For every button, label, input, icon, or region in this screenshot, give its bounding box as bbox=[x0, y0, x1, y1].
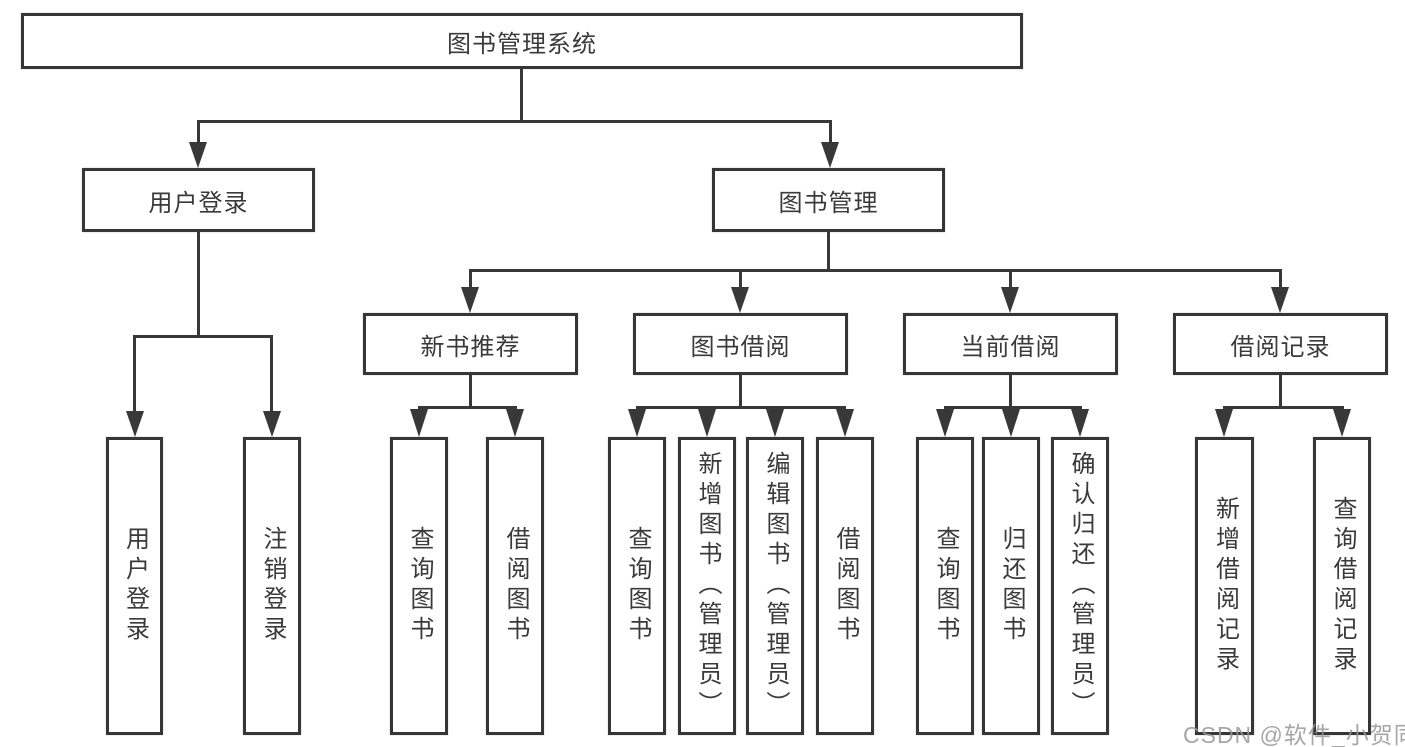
node-label: 新增图书（管理员） bbox=[694, 451, 721, 721]
leaf-borrow-books: 借阅图书 bbox=[816, 437, 874, 735]
connector-line bbox=[197, 120, 831, 123]
connector-line bbox=[1009, 375, 1012, 409]
csdn-watermark: CSDN @软件_小贺同学 bbox=[1183, 722, 1405, 747]
node-label: 查询图书 bbox=[406, 526, 433, 646]
arrow-down-icon bbox=[1271, 287, 1289, 313]
node-label: 用户登录 bbox=[121, 526, 149, 646]
node-label: 查询图书 bbox=[624, 526, 651, 646]
arrow-down-icon bbox=[628, 409, 646, 437]
arrow-down-icon bbox=[731, 287, 749, 313]
leaf-add-books-admin: 新增图书（管理员） bbox=[678, 437, 736, 735]
connector-line bbox=[133, 335, 136, 415]
leaf-add-borrow-record: 新增借阅记录 bbox=[1195, 437, 1254, 735]
connector-line bbox=[827, 232, 830, 272]
connector-line bbox=[520, 69, 523, 123]
arrow-down-icon bbox=[189, 142, 207, 168]
connector-line bbox=[739, 269, 742, 291]
arrow-down-icon bbox=[1001, 287, 1019, 313]
connector-line bbox=[197, 120, 200, 146]
leaf-query-books-borrow: 查询图书 bbox=[608, 437, 666, 735]
leaf-return-books: 归还图书 bbox=[982, 437, 1040, 735]
connector-line bbox=[1009, 269, 1012, 291]
arrow-down-icon bbox=[698, 409, 716, 437]
connector-line bbox=[636, 406, 846, 409]
arrow-down-icon bbox=[1071, 409, 1089, 437]
arrow-down-icon bbox=[766, 409, 784, 437]
arrow-down-icon bbox=[1333, 409, 1351, 437]
arrow-down-icon bbox=[936, 409, 954, 437]
node-label: 图书管理 bbox=[778, 189, 879, 217]
node-current-borrow: 当前借阅 bbox=[903, 313, 1118, 375]
node-book-borrow: 图书借阅 bbox=[633, 313, 848, 375]
node-label: 新书推荐 bbox=[420, 333, 521, 361]
arrow-down-icon bbox=[126, 411, 144, 437]
leaf-edit-books-admin: 编辑图书（管理员） bbox=[746, 437, 804, 735]
connector-line bbox=[739, 375, 742, 409]
node-label: 借阅图书 bbox=[832, 526, 859, 646]
connector-line bbox=[197, 232, 200, 338]
connector-line bbox=[1279, 269, 1282, 291]
arrow-down-icon bbox=[1215, 409, 1233, 437]
connector-line bbox=[133, 335, 273, 338]
arrow-down-icon bbox=[461, 287, 479, 313]
connector-line bbox=[418, 406, 517, 409]
leaf-query-books-current: 查询图书 bbox=[916, 437, 974, 735]
node-new-book-recommend: 新书推荐 bbox=[363, 313, 578, 375]
connector-line bbox=[1279, 375, 1282, 409]
node-label: 图书借阅 bbox=[690, 333, 791, 361]
arrow-down-icon bbox=[821, 142, 839, 168]
node-label: 注销登录 bbox=[259, 526, 286, 646]
leaf-confirm-return-admin: 确认归还（管理员） bbox=[1051, 437, 1109, 735]
arrow-down-icon bbox=[410, 409, 428, 437]
node-label: 归还图书 bbox=[998, 526, 1025, 646]
connector-line bbox=[469, 269, 472, 291]
connector-line bbox=[1223, 406, 1344, 409]
node-label: 新增借阅记录 bbox=[1211, 496, 1239, 676]
connector-line bbox=[944, 406, 1082, 409]
node-label: 编辑图书（管理员） bbox=[762, 451, 789, 721]
arrow-down-icon bbox=[263, 411, 281, 437]
node-label: 借阅图书 bbox=[502, 526, 529, 646]
node-label: 查询图书 bbox=[932, 526, 959, 646]
arrow-down-icon bbox=[836, 409, 854, 437]
connector-line bbox=[829, 120, 832, 146]
node-label: 查询借阅记录 bbox=[1329, 496, 1356, 676]
leaf-borrow-books-recommend: 借阅图书 bbox=[486, 437, 544, 735]
leaf-query-borrow-record: 查询借阅记录 bbox=[1313, 437, 1371, 735]
node-user-login: 用户登录 bbox=[82, 168, 315, 232]
node-label: 用户登录 bbox=[148, 189, 249, 217]
node-label: 借阅记录 bbox=[1230, 333, 1331, 361]
node-label: 图书管理系统 bbox=[447, 30, 597, 58]
leaf-user-login: 用户登录 bbox=[106, 437, 163, 735]
connector-line bbox=[270, 335, 273, 415]
leaf-logout: 注销登录 bbox=[243, 437, 301, 735]
leaf-query-books-recommend: 查询图书 bbox=[390, 437, 448, 735]
arrow-down-icon bbox=[1002, 409, 1020, 437]
node-label: 确认归还（管理员） bbox=[1067, 451, 1094, 721]
connector-line bbox=[469, 269, 1282, 272]
node-label: 当前借阅 bbox=[960, 333, 1061, 361]
node-borrow-records: 借阅记录 bbox=[1173, 313, 1388, 375]
node-root-library-system: 图书管理系统 bbox=[21, 13, 1023, 69]
arrow-down-icon bbox=[506, 409, 524, 437]
node-book-management: 图书管理 bbox=[712, 168, 945, 232]
connector-line bbox=[469, 375, 472, 409]
